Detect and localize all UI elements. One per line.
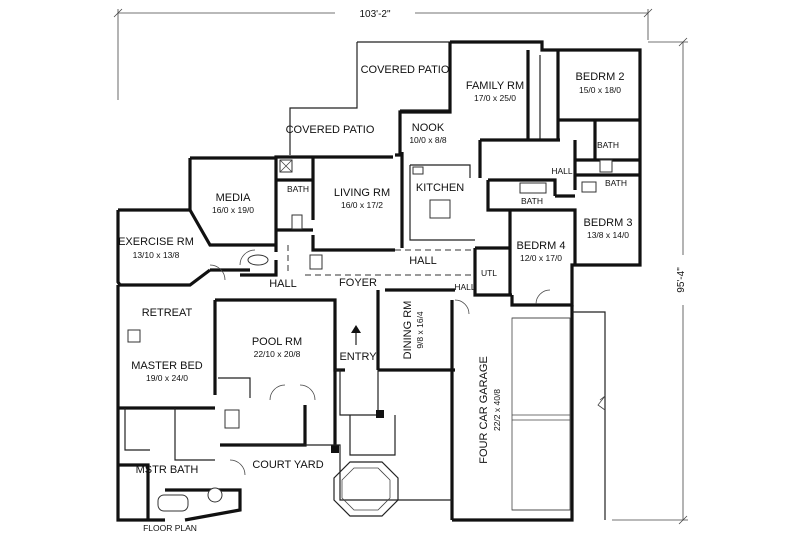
garage-doors [511,311,606,520]
size-family-rm: 17/0 x 25/0 [474,93,516,103]
dimension-depth: 95'-4" [612,37,689,525]
label-family-rm: FAMILY RM [466,80,524,92]
label-living-rm: LIVING RM [334,187,390,199]
label-exercise-rm: EXERCISE RM [118,236,194,248]
label-nook: NOOK [412,122,445,134]
dimension-width: 103'-2" [113,6,653,100]
label-bath-c: BATH [605,178,627,188]
label-master-bed: MASTER BED [131,360,203,372]
width-label: 103'-2" [359,9,390,20]
size-bedrm-3: 13/8 x 14/0 [587,230,629,240]
size-bedrm-2: 15/0 x 18/0 [579,85,621,95]
label-retreat: RETREAT [142,307,193,319]
size-media: 16/0 x 19/0 [212,205,254,215]
bath-fixtures [127,159,613,512]
label-covered-patio-2: COVERED PATIO [286,124,375,136]
interior-walls [118,50,640,461]
size-pool-rm: 22/10 x 20/8 [254,349,301,359]
label-four-car-garage: FOUR CAR GARAGE [478,356,490,464]
label-pool-rm: POOL RM [252,336,302,348]
label-kitchen: KITCHEN [416,182,464,194]
label-hall-a: HALL [551,166,573,176]
label-covered-patio-1: COVERED PATIO [361,64,450,76]
label-bedrm-3: BEDRM 3 [584,217,633,229]
label-hall-d: HALL [454,282,476,292]
size-living-rm: 16/0 x 17/2 [341,200,383,210]
label-mstr-bath: MSTR BATH [136,464,199,476]
label-floor-plan: FLOOR PLAN [143,523,197,533]
label-bedrm-2: BEDRM 2 [576,71,625,83]
door-swings [209,249,551,476]
size-exercise-rm: 13/10 x 13/8 [133,250,180,260]
depth-label: 95'-4" [676,267,687,293]
label-bath-d: BATH [521,196,543,206]
size-nook: 10/0 x 8/8 [409,135,447,145]
label-hall-b: HALL [409,255,437,267]
label-dining-rm: DINING RM [402,301,414,360]
label-utl: UTL [481,268,497,278]
label-court-yard: COURT YARD [252,459,323,471]
court-yard-outline [240,415,452,517]
label-foyer: FOYER [339,277,377,289]
label-bath-b: BATH [597,140,619,150]
label-bath-a: BATH [287,184,309,194]
label-media: MEDIA [216,192,252,204]
size-dining-rm: 9/8 x 16/4 [415,311,425,349]
size-master-bed: 19/0 x 24/0 [146,373,188,383]
label-bedrm-4: BEDRM 4 [517,240,566,252]
size-bedrm-4: 12/0 x 17/0 [520,253,562,263]
label-hall-c: HALL [269,278,297,290]
size-four-car-garage: 22/2 x 40/8 [492,389,502,431]
label-entry: ENTRY [339,351,377,363]
room-labels: COVERED PATIO COVERED PATIO FAMILY RM 17… [118,64,632,533]
